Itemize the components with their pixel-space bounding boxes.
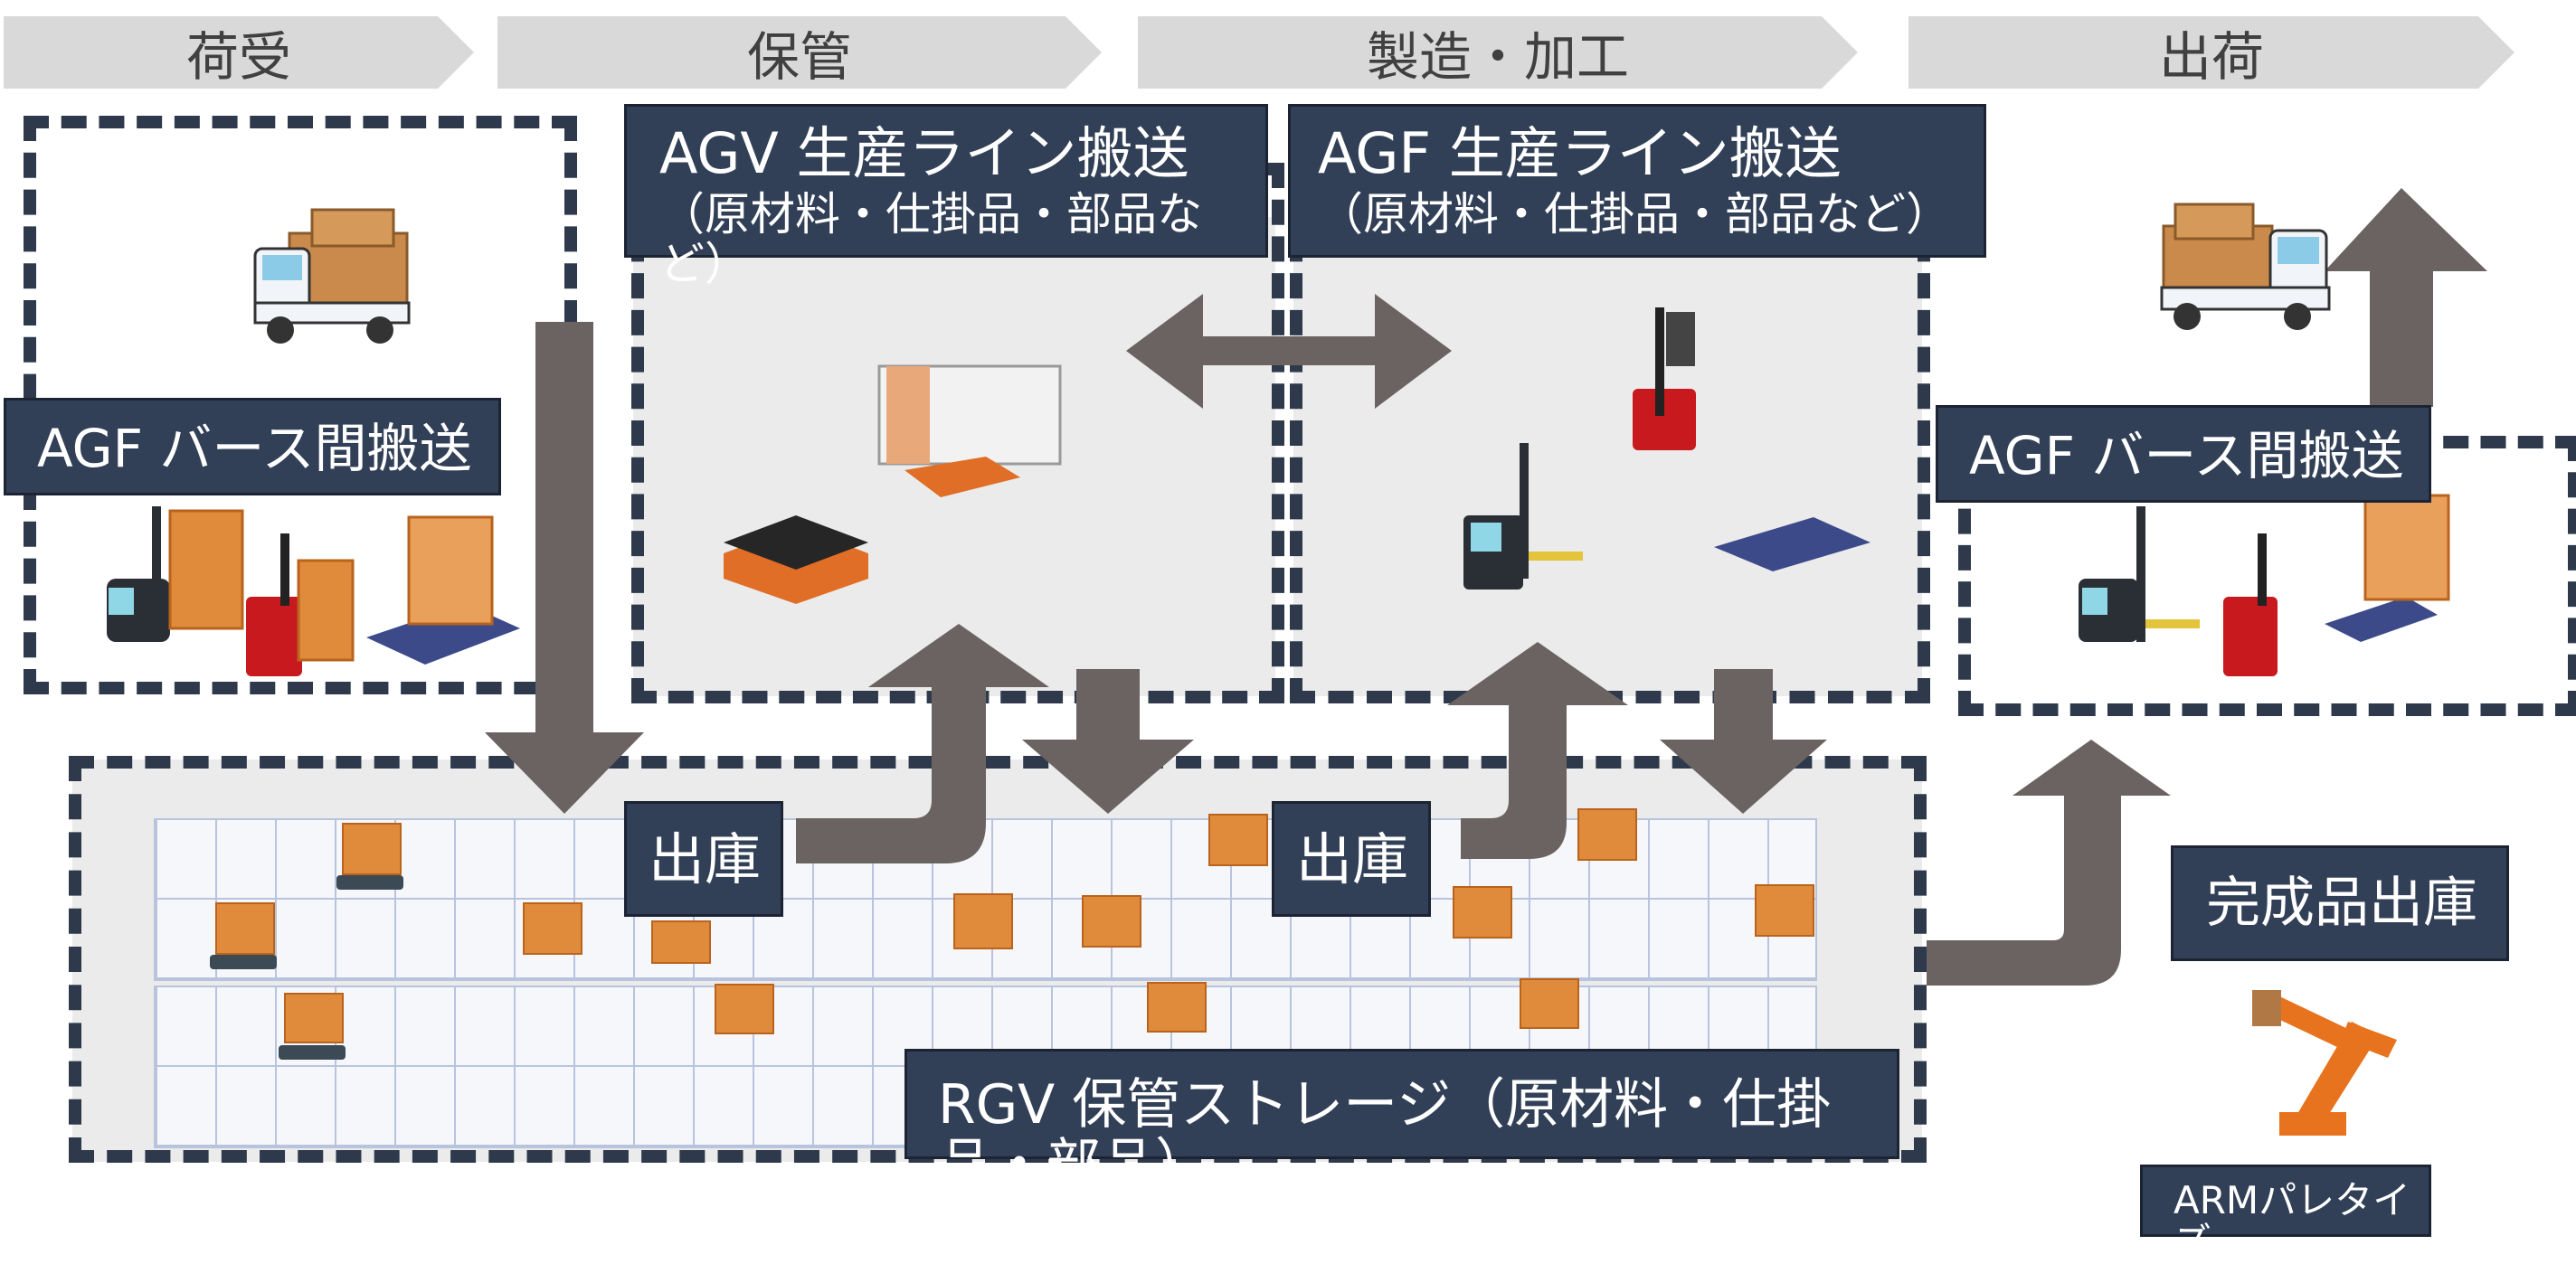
cargo-box (1577, 808, 1637, 861)
rgv-shuttle (336, 875, 403, 890)
stage-shipping: 出荷 (1908, 16, 2514, 89)
agf-line-subtitle: （原材料・仕掛品・部品など） (1318, 188, 1951, 241)
robot-arm-icon (2252, 990, 2397, 1136)
cargo-box (1453, 886, 1512, 939)
cargo-box (342, 823, 402, 875)
cargo-box (1147, 982, 1207, 1033)
cargo-box (1755, 884, 1814, 937)
truck-icon-right (2160, 203, 2331, 330)
cargo-box (1082, 895, 1141, 948)
agf-forklift-icon (1463, 443, 1583, 590)
agf-bus-right-label: AGF バース間搬送 (1936, 405, 2431, 503)
truck-icon-left (253, 208, 411, 344)
stage-manufacturing: 製造・加工 (1138, 16, 1858, 89)
arm-palletize-label: ARMパレタイズ (2140, 1165, 2431, 1263)
cargo-box (215, 902, 275, 955)
rgv-storage-label: RGV 保管ストレージ（原材料・仕掛品・部品） (904, 1049, 1899, 1194)
agf-forklift-icon (246, 533, 355, 676)
cargo-box (1208, 814, 1268, 866)
agf-line-area (1293, 217, 1922, 696)
rgv-shuttle (279, 1045, 346, 1060)
agf-forklift-icon (2079, 506, 2200, 642)
shukko-label-2: 出庫 (1272, 801, 1431, 917)
agv-line-title: AGV 生産ライン搬送 (659, 120, 1189, 186)
pallet-shuttle-icon (2325, 494, 2450, 642)
agv-line-label: AGV 生産ライン搬送 （原材料・仕掛品・部品など） (624, 104, 1268, 289)
flow-arrows (485, 188, 2487, 986)
agv-line-subtitle: （原材料・仕掛品・部品など） (659, 188, 1202, 291)
cargo-box (1520, 978, 1579, 1029)
agf-forklift-icon (2223, 533, 2278, 676)
cargo-box (523, 902, 582, 955)
stage-receiving: 荷受 (4, 16, 474, 89)
agf-line-label: AGF 生産ライン搬送 （原材料・仕掛品・部品など） (1288, 104, 1986, 258)
shukko-label-1: 出庫 (624, 801, 783, 917)
agv-robot-icon (724, 515, 868, 604)
cargo-box (651, 920, 711, 964)
stage-storage: 保管 (497, 16, 1102, 89)
agf-forklift-icon (107, 506, 244, 642)
pallet-shuttle-icon (1714, 517, 1870, 571)
agf-bus-left-label: AGF バース間搬送 (4, 398, 501, 495)
agf-forklift-icon (1633, 307, 1696, 450)
cargo-box (284, 993, 344, 1043)
agf-line-title: AGF 生産ライン搬送 (1318, 120, 1842, 186)
agv-lift-robot-icon (877, 364, 1062, 497)
cargo-box (953, 893, 1013, 949)
rgv-shuttle (210, 955, 277, 969)
pallet-shuttle-icon (366, 515, 520, 665)
finished-goods-label: 完成品出庫 (2171, 845, 2509, 961)
cargo-box (715, 984, 774, 1034)
